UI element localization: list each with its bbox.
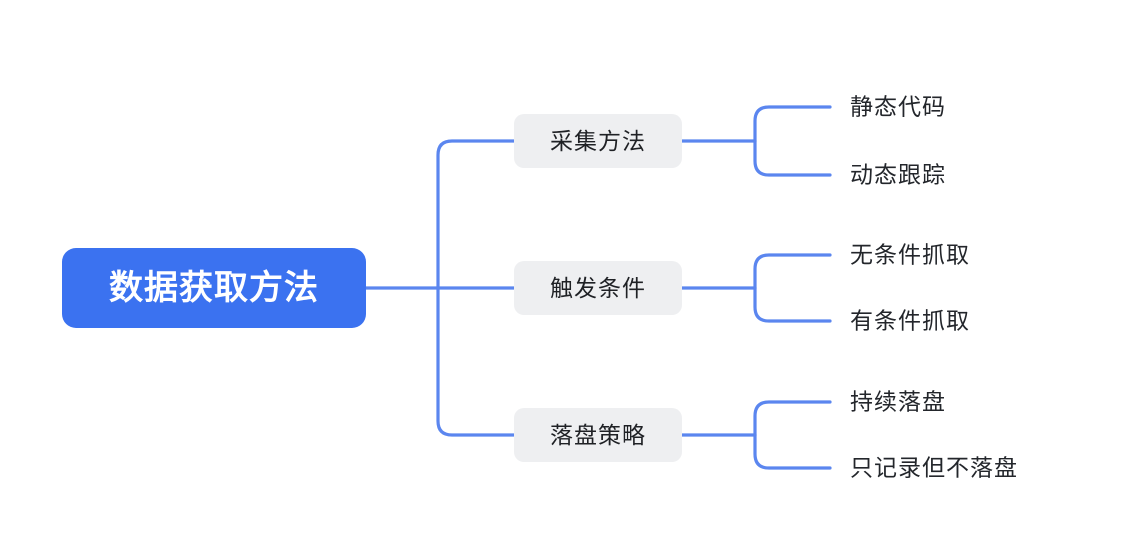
connector-branch-3-leaf-2 bbox=[753, 433, 832, 470]
root-node[interactable]: 数据获取方法 bbox=[62, 248, 366, 328]
root-node-label: 数据获取方法 bbox=[109, 269, 319, 307]
connector-branch-1-leaf-1 bbox=[753, 105, 832, 143]
connector-branch-3-leaf-1 bbox=[753, 400, 832, 437]
leaf-node-6[interactable]: 只记录但不落盘 bbox=[850, 454, 1018, 481]
leaf-node-2[interactable]: 动态跟踪 bbox=[850, 161, 946, 188]
leaf-node-4[interactable]: 有条件抓取 bbox=[850, 307, 970, 334]
branch-node-2-label: 触发条件 bbox=[550, 274, 646, 301]
leaf-node-1[interactable]: 静态代码 bbox=[850, 93, 946, 120]
branch-node-1-label: 采集方法 bbox=[550, 127, 646, 154]
connector-branch-1-leaf-2 bbox=[753, 139, 832, 177]
branch-node-2[interactable]: 触发条件 bbox=[514, 261, 682, 315]
branch-node-1[interactable]: 采集方法 bbox=[514, 114, 682, 168]
leaf-node-3[interactable]: 无条件抓取 bbox=[850, 241, 970, 268]
connector-branch-2-leaf-2 bbox=[753, 286, 832, 323]
connector-branch-2-leaf-1 bbox=[753, 253, 832, 290]
leaf-node-5[interactable]: 持续落盘 bbox=[850, 388, 946, 415]
branch-node-3[interactable]: 落盘策略 bbox=[514, 408, 682, 462]
branch-node-3-label: 落盘策略 bbox=[550, 421, 646, 448]
connector-spine-to-branch-1 bbox=[436, 139, 516, 290]
connector-spine-to-branch-3 bbox=[436, 286, 516, 437]
